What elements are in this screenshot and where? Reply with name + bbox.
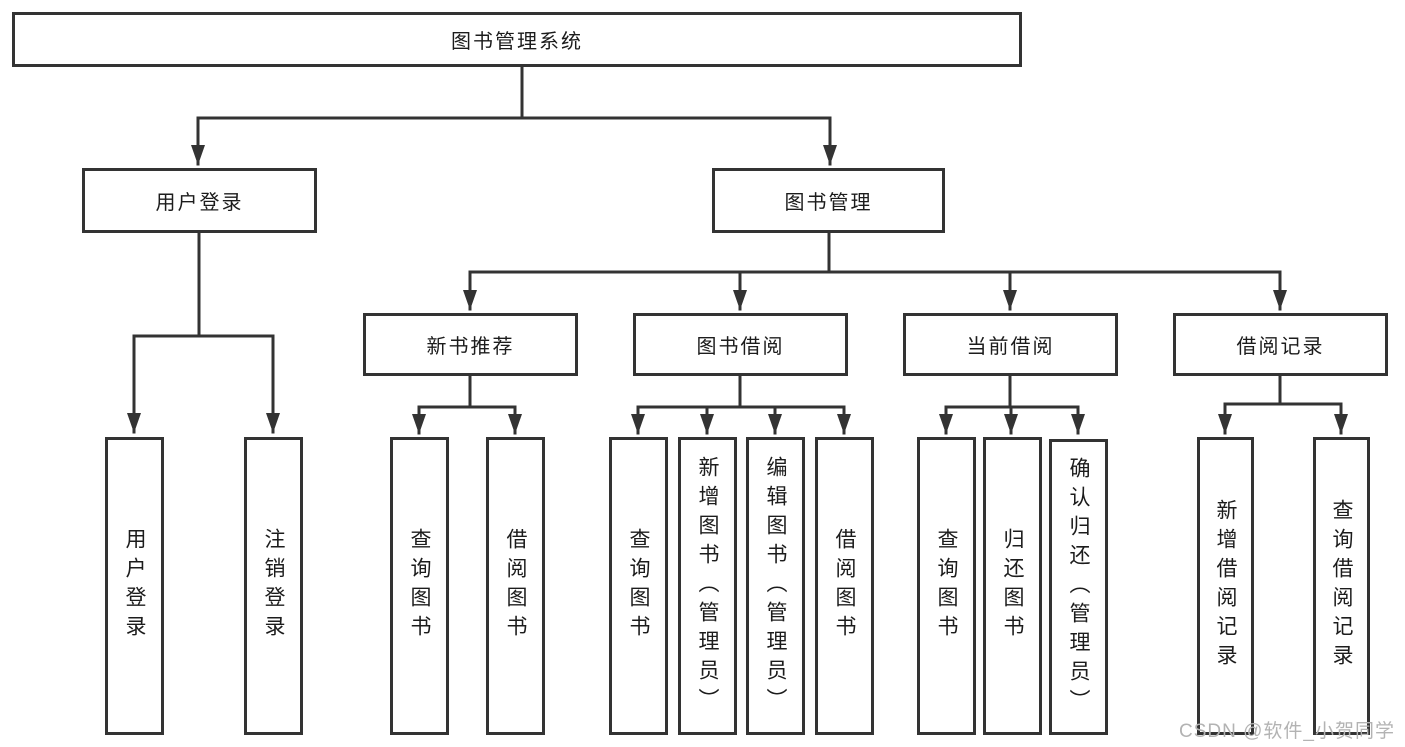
leaf-query-book-borrow: 查询图书 (609, 437, 668, 735)
node-book-borrow: 图书借阅 (633, 313, 848, 376)
leaf-query-borrow-record: 查询借阅记录 (1313, 437, 1370, 735)
node-book-management: 图书管理 (712, 168, 945, 233)
leaf-user-login: 用户登录 (105, 437, 164, 735)
leaf-return-book: 归还图书 (983, 437, 1042, 735)
node-user-login: 用户登录 (82, 168, 317, 233)
leaf-confirm-return-admin: 确认归还（管理员） (1049, 439, 1108, 735)
leaf-borrow-book: 借阅图书 (815, 437, 874, 735)
node-current-borrow: 当前借阅 (903, 313, 1118, 376)
node-new-book-recommend: 新书推荐 (363, 313, 578, 376)
node-borrow-records: 借阅记录 (1173, 313, 1388, 376)
leaf-add-book-admin: 新增图书（管理员） (678, 437, 737, 735)
leaf-query-book-current: 查询图书 (917, 437, 976, 735)
leaf-query-book-recommend: 查询图书 (390, 437, 449, 735)
leaf-add-borrow-record: 新增借阅记录 (1197, 437, 1254, 735)
node-root-library-system: 图书管理系统 (12, 12, 1022, 67)
leaf-logout: 注销登录 (244, 437, 303, 735)
leaf-edit-book-admin: 编辑图书（管理员） (746, 437, 805, 735)
leaf-borrow-book-recommend: 借阅图书 (486, 437, 545, 735)
watermark: CSDN @软件_小贺同学 (1179, 721, 1395, 742)
